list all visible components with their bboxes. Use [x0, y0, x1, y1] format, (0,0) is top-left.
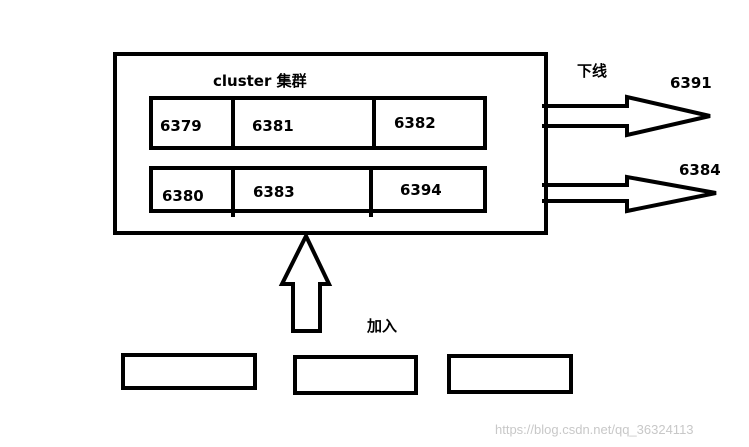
node-row-2-frame — [149, 166, 487, 213]
offline-node-label: 6384 — [679, 161, 721, 179]
node-label: 6382 — [394, 114, 436, 132]
offline-label: 下线 — [577, 62, 607, 80]
node-row-2: 6380 6383 6394 — [149, 166, 487, 217]
join-label: 加入 — [366, 317, 397, 335]
new-node-box — [293, 355, 418, 395]
cluster-box — [113, 52, 548, 235]
node-row-1-frame — [149, 96, 487, 150]
new-node-box — [447, 354, 573, 394]
node-label: 6394 — [400, 181, 442, 199]
node-label: 6380 — [162, 187, 204, 205]
join-arrow — [278, 231, 333, 333]
node-label: 6379 — [160, 117, 202, 135]
watermark-text: https://blog.csdn.net/qq_36324113 — [495, 422, 694, 437]
offline-node-label: 6391 — [670, 74, 712, 92]
node-label: 6381 — [252, 117, 294, 135]
node-row-1: 6379 6381 6382 — [149, 96, 487, 150]
offline-arrow-lower — [542, 174, 717, 214]
offline-arrow-upper — [542, 94, 711, 138]
cluster-title: cluster 集群 — [213, 72, 307, 90]
node-label: 6383 — [253, 183, 295, 201]
new-node-box — [121, 353, 257, 390]
